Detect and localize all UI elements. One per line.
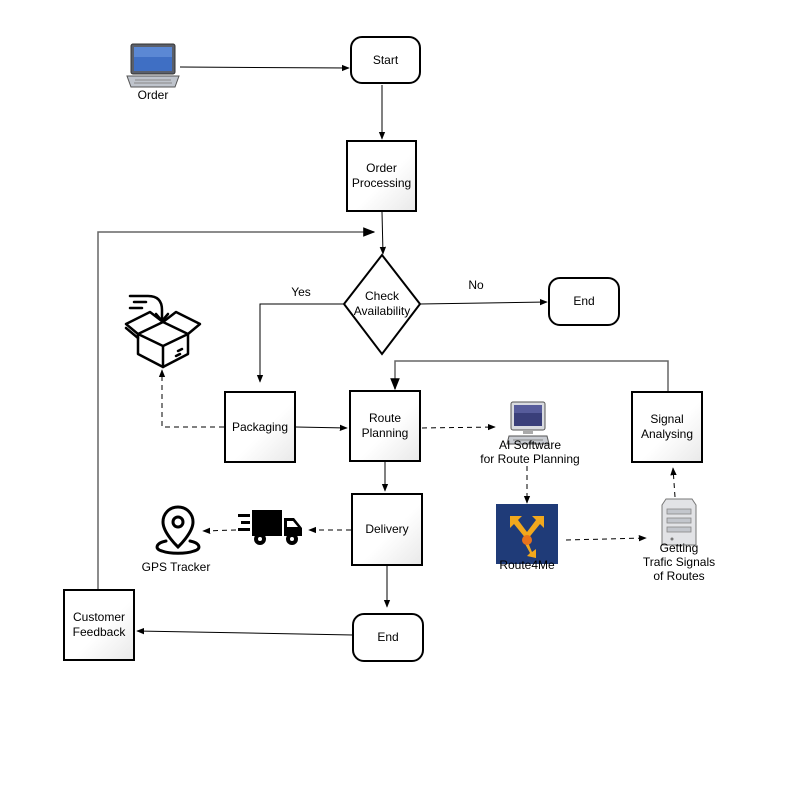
signal-analysing-label: Signal Analysing (640, 412, 694, 441)
end-bottom-label: End (377, 630, 399, 644)
customer-feedback-node: Customer Feedback (63, 589, 135, 661)
laptop-icon (126, 43, 180, 88)
gps-tracker-label: GPS Tracker (141, 560, 211, 574)
edge-feedback-to-check (97, 227, 376, 589)
route-planning-node: Route Planning (349, 390, 421, 462)
edge-label-no: No (468, 278, 484, 292)
route4me-logo-icon (496, 504, 558, 564)
route-planning-label: Route Planning (361, 411, 409, 440)
signal-analysing-node: Signal Analysing (631, 391, 703, 463)
edge-packaging-to-route (295, 424, 348, 432)
check-availability-diamond (342, 253, 422, 356)
edge-route4me-to-server (565, 534, 647, 542)
edge-server-to-signal (670, 467, 677, 498)
route4me-label: Route4Me (499, 558, 555, 572)
edge-check-to-end (419, 298, 548, 306)
start-label: Start (372, 52, 399, 67)
edge-signal-to-route (390, 360, 669, 391)
order-processing-node: Order Processing (346, 140, 417, 212)
end-bottom-node: End (352, 613, 424, 662)
computer-icon (506, 401, 550, 445)
open-box-icon (124, 294, 202, 369)
server-icon (661, 498, 697, 546)
location-pin-icon (155, 505, 201, 555)
packaging-label: Packaging (231, 419, 289, 434)
edge-label-yes: Yes (291, 285, 311, 299)
edge-end-to-feedback (136, 627, 354, 636)
packaging-node: Packaging (224, 391, 296, 463)
delivery-node: Delivery (351, 493, 423, 566)
edge-order-to-start (179, 64, 350, 72)
start-node: Start (350, 36, 421, 84)
check-availability-label: Check Availability (353, 289, 411, 318)
edge-packaging-to-box (158, 369, 224, 428)
end-top-label: End (573, 294, 595, 308)
delivery-truck-icon (238, 510, 302, 545)
traffic-signals-label: Getting Trafic Signals of Routes (642, 541, 716, 583)
order-processing-label: Order Processing (351, 161, 412, 190)
edge-processing-to-check (379, 211, 387, 255)
edge-check-to-packaging (256, 303, 344, 383)
edge-route-to-ai (421, 423, 496, 431)
edge-truck-to-gps (202, 527, 237, 534)
customer-feedback-label: Customer Feedback (72, 610, 126, 639)
check-availability-node: Check Availability (342, 285, 422, 323)
end-top-node: End (548, 277, 620, 326)
ai-software-label: AI Software for Route Planning (480, 438, 580, 466)
order-label: Order (137, 88, 169, 102)
delivery-label: Delivery (365, 522, 409, 536)
